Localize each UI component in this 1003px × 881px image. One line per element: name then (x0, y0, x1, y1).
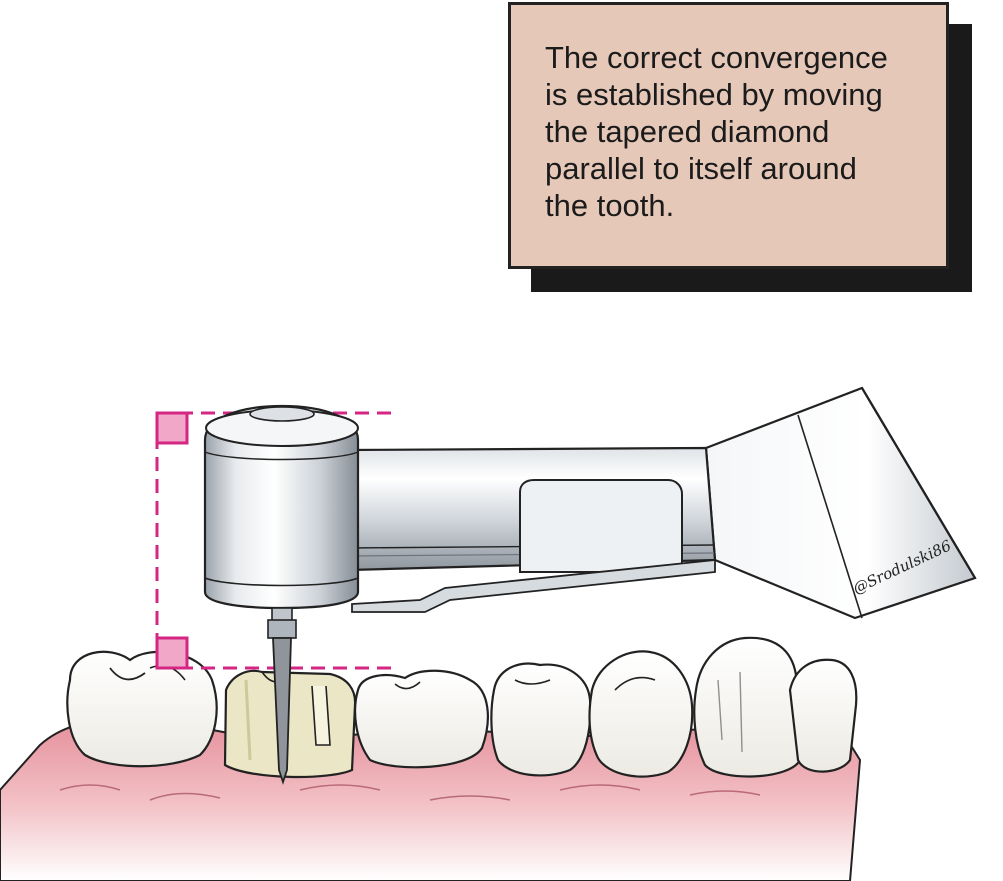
callout-line: is established by moving (545, 77, 883, 112)
callout-line: parallel to itself around (545, 151, 857, 186)
tooth-incisor-2 (788, 658, 858, 773)
guide-corner-bottom (155, 636, 189, 670)
tooth-incisor-1 (693, 636, 802, 778)
tooth-molar-left (66, 650, 218, 768)
handpiece-neck (343, 446, 717, 613)
callout-text: The correct convergence is established b… (545, 39, 935, 224)
callout-line: The correct convergence (545, 40, 888, 75)
guide-corner-top (155, 411, 189, 445)
tooth-canine (588, 650, 694, 778)
callout-box: The correct convergence is established b… (508, 2, 949, 269)
handpiece-head (203, 404, 360, 639)
callout-line: the tooth. (545, 188, 675, 223)
handpiece-sleeve (704, 386, 977, 620)
tooth-premolar-2 (490, 662, 592, 777)
gum-lines (59, 784, 761, 801)
tooth-premolar-1 (354, 669, 489, 769)
tapered-diamond-bur (272, 637, 292, 785)
tooth-prepared (223, 669, 357, 779)
callout-line: the tapered diamond (545, 114, 830, 149)
